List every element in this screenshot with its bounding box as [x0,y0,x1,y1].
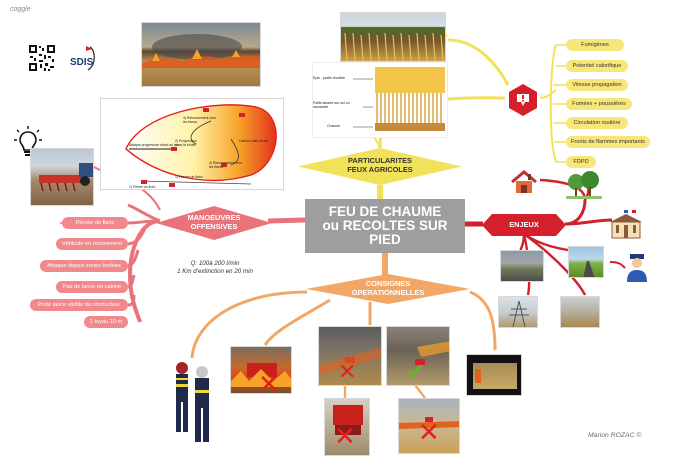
central-topic-line3: PIED [369,232,401,247]
tactic-label: Camion dans le feu [239,139,269,143]
field-fire-photo [141,22,261,87]
tactic-label: Attaque progressive direct au feu [129,143,179,147]
alert-icon [505,82,541,118]
particularite-item: Fronts de flammes importants [566,136,650,148]
debit-note-line2: 1 Km d'extinction en 20 min [177,268,253,275]
approved-check-icon: ✔ [406,358,427,386]
enjeux-node[interactable]: ENJEUX [482,214,566,236]
tactic-label: 1) Percée de flanc [175,175,203,179]
lightbulb-icon [14,126,42,160]
manoeuvre-item: Pas de lance en cabine [56,281,128,293]
manoeuvres-line1: MANOEUVRES [187,213,241,222]
particularite-item: FDPD [566,156,596,168]
coggle-logo: coggle [10,6,31,13]
particularite-item: Vitesse propagation [566,79,628,91]
consignes-line1: CONSIGNES [365,279,411,288]
field-fire-front-photo [398,398,460,454]
particularite-item: Circulation routière [566,117,628,129]
approach-bad-photo [318,326,382,386]
stubble-label: Paille laissée sur sol ou ramassée [313,101,350,109]
forbidden-cross-icon: ✕ [334,422,356,452]
road-field-photo [568,246,604,278]
manoeuvre-item: Percée de flanc [62,217,128,229]
qr-code [28,44,56,72]
manoeuvre-item: Attaque depuis zones brulées [40,260,128,272]
stubble-label: Chaume [327,124,341,128]
enjeux-label: ENJEUX [509,220,539,229]
power-lines-photo [498,296,538,328]
particularite-item: Fumigènes [566,39,624,51]
central-topic-line1: FEU DE CHAUME [328,204,442,219]
trees-icon [566,170,602,200]
police-officer-icon [624,252,650,284]
truck-in-fire-photo [230,346,292,394]
stubble-label: Epis - partie récoltée [313,76,346,80]
particularite-item: Potentiel calorifique [566,60,628,72]
debit-note-line1: Q: 100à 200 l/min [190,260,240,267]
manoeuvres-node[interactable]: MANOEUVRES OFFENSIVES [156,206,272,240]
manoeuvre-item: 1 tuyau 10 m [84,316,128,328]
cab-view-photo [466,354,522,396]
truck-front-fire-photo [324,398,370,456]
tactics-diagram: Attaque progressive direct au feu 2) Pro… [100,98,284,190]
particularites-line1: PARTICULARITES [348,156,412,165]
firefighters-photo [164,356,220,448]
manoeuvre-item: Véhicule en mouvement [56,238,128,250]
tactic-label: 3) Retournement vers les flancs [183,116,216,124]
debit-note: Q: 100à 200 l/min 1 Km d'extinction en 2… [160,260,270,276]
tactic-label: 2) Progression dans la brûlée [175,139,198,147]
field-smoke-photo [560,296,600,328]
forbidden-cross-icon: ✕ [418,418,440,448]
town-hall-icon [608,210,644,240]
particularites-line2: FEUX AGRICOLES [347,164,413,174]
consignes-node[interactable]: CONSIGNES OPERATIONNELLES [306,274,470,304]
sdis-logo: SDIS [68,43,102,73]
particularite-item: Fumées + poussières [566,98,632,110]
central-topic-line2: ou RECOLTES SUR [322,218,448,233]
house-icon [508,168,540,196]
forbidden-cross-icon: ✕ [258,370,280,400]
tactic-label: 4) Retournement vers les flancs [209,161,242,169]
central-topic[interactable]: FEU DE CHAUME ou RECOLTES SUR PIED [305,199,465,253]
forbidden-cross-icon: ✕ [338,360,357,385]
author-credit: Marion ROZAC © [588,432,642,439]
tractor-plough-photo [30,148,94,206]
stubble-diagram: Epis - partie récoltée Paille laissée su… [312,62,448,138]
wheat-field-photo [340,12,446,62]
road-smoke-photo [500,250,544,282]
manoeuvre-item: Porte lance visible du conducteur [30,299,128,311]
tactic-label: 1) Percer un front [129,185,156,189]
svg-text:SDIS: SDIS [70,57,94,68]
manoeuvres-line2: OFFENSIVES [190,221,238,231]
particularites-node[interactable]: PARTICULARITES FEUX AGRICOLES [298,148,462,185]
approach-good-photo [386,326,450,386]
consignes-line2: OPERATIONNELLES [351,287,425,297]
